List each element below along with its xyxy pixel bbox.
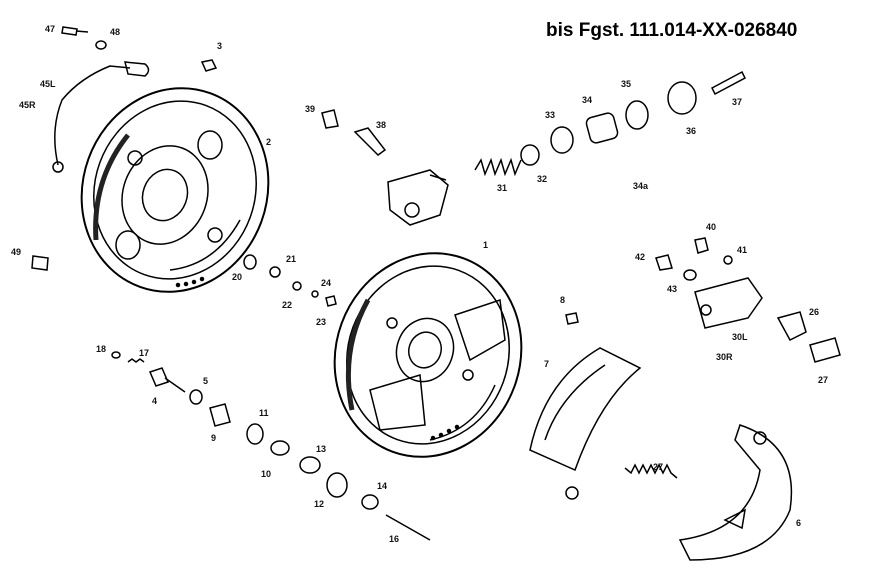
part-label-7: 7	[544, 359, 550, 369]
wheel-cylinder-right	[694, 277, 763, 329]
part-label-12: 12	[314, 499, 325, 509]
washer-5	[189, 389, 203, 405]
washer-43	[683, 269, 697, 281]
part-label-40: 40	[706, 222, 717, 232]
part-label-11: 11	[259, 408, 269, 418]
part-label-34a: 34a	[633, 181, 649, 191]
spring-17	[127, 358, 145, 363]
nut-14	[361, 494, 379, 510]
part-label-26: 26	[809, 307, 820, 317]
part-label-22: 22	[282, 300, 293, 310]
part-label-21: 21	[286, 254, 297, 264]
part-label-39: 39	[305, 104, 316, 114]
bleeder-40	[694, 237, 709, 254]
part-label-37: 37	[732, 97, 743, 107]
nut-42	[655, 254, 673, 271]
piston-33	[550, 126, 574, 154]
part-label-3: 3	[217, 41, 223, 51]
cap-39	[321, 109, 339, 129]
washer-18	[111, 351, 121, 359]
wheel-cylinder-upper	[387, 169, 449, 226]
screw-23	[325, 295, 337, 307]
part-label-45L: 45L	[40, 79, 56, 89]
nut-21	[269, 266, 281, 278]
part-label-17: 17	[139, 348, 150, 358]
part-label-47: 47	[45, 24, 56, 34]
part-label-36: 36	[686, 126, 697, 136]
brake-shoe-7	[529, 347, 642, 500]
ring-11	[246, 423, 264, 445]
bolt-27	[809, 337, 841, 363]
washer-22	[292, 281, 302, 291]
part-label-43: 43	[667, 284, 678, 294]
part-label-10: 10	[261, 469, 272, 479]
bolt-4	[148, 367, 186, 393]
washer-24	[311, 290, 319, 298]
part-label-5: 5	[203, 376, 209, 386]
brake-shoe-6	[678, 424, 793, 561]
backing-plate-center	[333, 252, 523, 458]
plate-26	[776, 311, 807, 341]
bushing-12	[326, 472, 348, 498]
pin-8	[565, 312, 579, 325]
part-label-14: 14	[377, 481, 388, 491]
ring-35	[625, 100, 649, 130]
part-label-8: 8	[560, 295, 566, 305]
part-label-4: 4	[152, 396, 158, 406]
part-label-18: 18	[96, 344, 107, 354]
part-label-24: 24	[321, 278, 332, 288]
nut-3	[200, 59, 218, 72]
part-label-13: 13	[316, 444, 327, 454]
cup-32	[520, 144, 540, 166]
part-label-41: 41	[737, 245, 748, 255]
bleeder-38	[353, 127, 387, 156]
seal-34	[585, 112, 619, 144]
part-label-20: 20	[232, 272, 243, 282]
spring-27	[624, 463, 678, 479]
pin-16	[385, 514, 431, 541]
part-label-27-spring: 27	[653, 462, 664, 472]
backing-plate-left	[80, 87, 270, 293]
part-label-34: 34	[582, 95, 593, 105]
washer-20	[243, 254, 257, 270]
part-label-2: 2	[266, 137, 272, 147]
part-label-48: 48	[110, 27, 121, 37]
pin-37	[711, 70, 746, 96]
washer-48	[95, 40, 107, 50]
part-label-42: 42	[635, 252, 646, 262]
part-label-16: 16	[389, 534, 400, 544]
part-label-6: 6	[796, 518, 802, 528]
part-label-30R: 30R	[716, 352, 733, 362]
plug-49	[31, 255, 49, 271]
washer-13	[299, 456, 321, 474]
washer-41	[723, 255, 733, 265]
part-label-45R: 45R	[19, 100, 36, 110]
part-label-27-bolt: 27	[818, 375, 829, 385]
boot-36	[667, 81, 697, 115]
part-label-33: 33	[545, 110, 556, 120]
part-label-23: 23	[316, 317, 327, 327]
sleeve-9	[209, 403, 231, 427]
part-label-49: 49	[11, 247, 22, 257]
part-label-32: 32	[537, 174, 548, 184]
part-label-30L: 30L	[732, 332, 748, 342]
part-label-31: 31	[497, 183, 508, 193]
bolt-47	[61, 26, 89, 36]
part-label-9: 9	[211, 433, 217, 443]
part-label-1: 1	[483, 240, 489, 250]
part-label-35: 35	[621, 79, 632, 89]
part-label-38: 38	[376, 120, 387, 130]
spring-31	[474, 157, 522, 177]
washer-10	[270, 440, 290, 456]
brake-line	[52, 61, 150, 173]
serial-range-title: bis Fgst. 111.014-XX-026840	[546, 20, 798, 41]
